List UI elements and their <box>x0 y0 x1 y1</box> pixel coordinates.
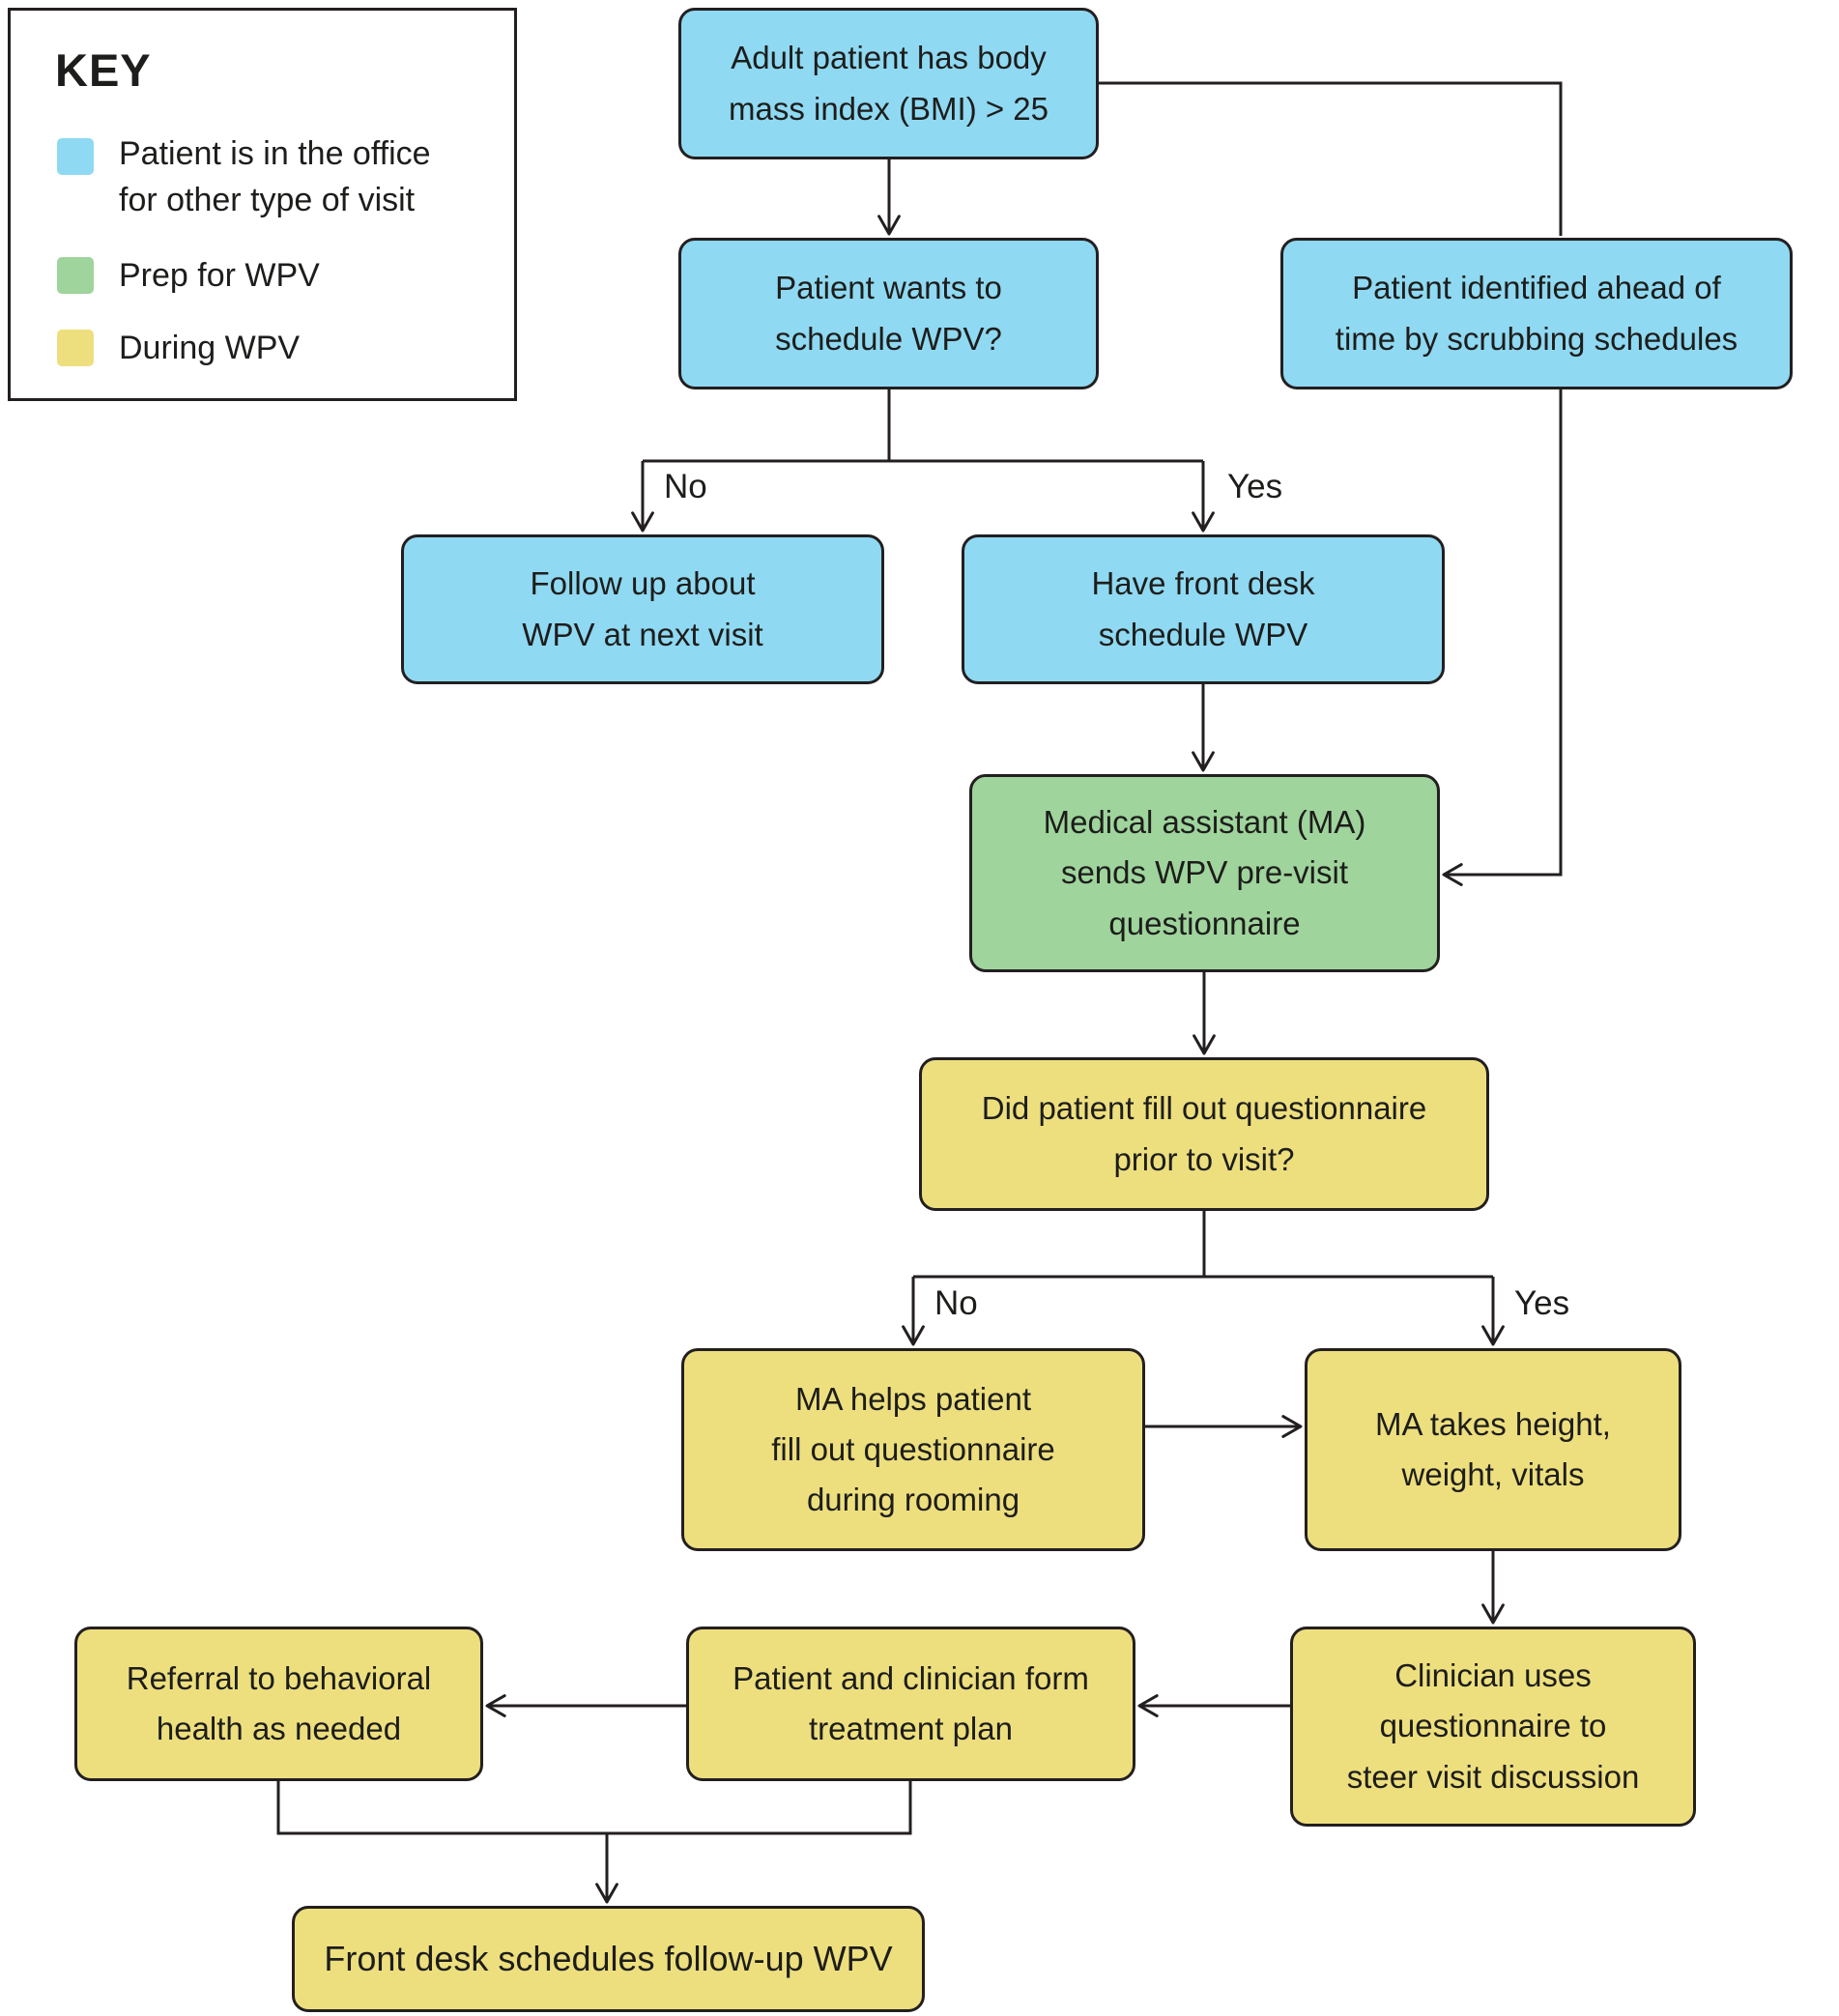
edge-label-no-2: No <box>934 1284 978 1322</box>
connector-lines <box>276 81 1563 1904</box>
node-identified: Patient identified ahead of time by scru… <box>1280 238 1793 389</box>
key-title: KEY <box>55 44 152 96</box>
node-clinician-steers: Clinician uses questionnaire to steer vi… <box>1290 1627 1696 1827</box>
key-label-office: Patient is in the office for other type … <box>119 135 431 218</box>
key-swatch-office <box>57 138 94 175</box>
node-ma-takes-vitals: MA takes height, weight, vitals <box>1305 1348 1681 1551</box>
node-frontdesk-schedule: Have front desk schedule WPV <box>962 534 1445 684</box>
key-label-during: During WPV <box>119 330 301 366</box>
node-bmi: Adult patient has body mass index (BMI) … <box>678 8 1099 159</box>
node-treatment-plan: Patient and clinician form treatment pla… <box>686 1627 1135 1781</box>
node-schedule-followup-wpv: Front desk schedules follow-up WPV <box>292 1906 925 2012</box>
key-label-prep: Prep for WPV <box>119 257 320 294</box>
node-followup-next-visit: Follow up about WPV at next visit <box>401 534 884 684</box>
edge-label-yes-1: Yes <box>1227 468 1283 505</box>
node-behavioral-referral: Referral to behavioral health as needed <box>74 1627 483 1781</box>
node-wants-schedule: Patient wants to schedule WPV? <box>678 238 1099 389</box>
node-ma-sends-questionnaire: Medical assistant (MA) sends WPV pre-vis… <box>969 774 1440 972</box>
node-ma-helps-fill: MA helps patient fill out questionnaire … <box>681 1348 1145 1551</box>
node-filled-questionnaire: Did patient fill out questionnaire prior… <box>919 1057 1489 1211</box>
edge-label-no-1: No <box>664 468 707 505</box>
key-panel: KEY Patient is in the office for other t… <box>8 8 517 401</box>
key-swatch-during <box>57 330 94 366</box>
key-swatch-prep <box>57 257 94 294</box>
edge-label-yes-2: Yes <box>1514 1284 1570 1322</box>
